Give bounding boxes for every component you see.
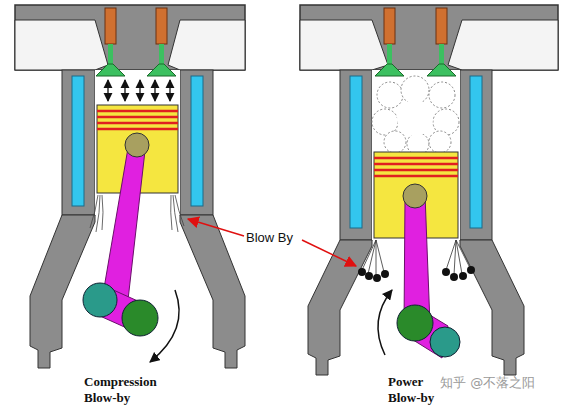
- leader-arrow: [188, 219, 244, 236]
- leader-arrow: [302, 240, 356, 266]
- combustion-cloud: [372, 76, 459, 155]
- valve-stem: [108, 44, 113, 66]
- valve-spring: [156, 8, 167, 44]
- coolant-jacket: [72, 76, 84, 206]
- rotation-arrow: [150, 290, 179, 362]
- valve-stem: [439, 44, 444, 66]
- piston-pin: [125, 133, 149, 157]
- power-engine: [300, 5, 558, 375]
- cylinder-wall: [340, 70, 372, 240]
- blow-by-wisps: [90, 195, 184, 232]
- crankcase-wall: [460, 240, 524, 375]
- pressure-arrows: [108, 80, 170, 101]
- crank-pin: [430, 327, 460, 357]
- callout-label: Blow By: [246, 230, 306, 246]
- exhaust-port: [448, 20, 558, 70]
- piston-rings: [374, 158, 458, 176]
- blow-by-puff: [358, 240, 475, 282]
- coolant-jacket: [191, 76, 203, 206]
- exhaust-port: [168, 20, 245, 70]
- valve-head: [427, 64, 456, 76]
- coolant-jacket: [470, 76, 482, 228]
- connecting-rod: [102, 142, 146, 300]
- crankshaft: [397, 305, 433, 341]
- piston-rings: [97, 111, 178, 129]
- crankcase-wall: [308, 240, 372, 375]
- compression-engine: [15, 5, 245, 368]
- valve-head: [96, 64, 125, 76]
- valve-spring: [384, 8, 395, 44]
- piston-pin: [403, 184, 427, 208]
- cylinder-wall: [62, 70, 95, 215]
- valve-stem: [159, 44, 164, 66]
- cylinder-wall: [460, 70, 492, 240]
- cylinder-head: [15, 5, 245, 70]
- valve-spring: [436, 8, 447, 44]
- rotation-arrow: [378, 290, 392, 355]
- intake-port: [15, 20, 108, 70]
- cylinder-wall: [180, 70, 213, 215]
- coolant-jacket: [350, 76, 362, 228]
- caption-label: Power Blow-by: [388, 374, 440, 405]
- watermark: 知乎 @不落之阳: [440, 375, 578, 391]
- caption-label: Compression Blow-by: [84, 374, 176, 405]
- crankshaft: [122, 300, 158, 336]
- crank-pin: [83, 283, 117, 317]
- valve-stem: [387, 44, 392, 66]
- crankcase-wall: [180, 215, 245, 368]
- cylinder-head: [300, 5, 558, 70]
- valve-spring: [105, 8, 116, 44]
- intake-port: [300, 20, 388, 70]
- valve-head: [375, 64, 404, 76]
- valve-head: [147, 64, 176, 76]
